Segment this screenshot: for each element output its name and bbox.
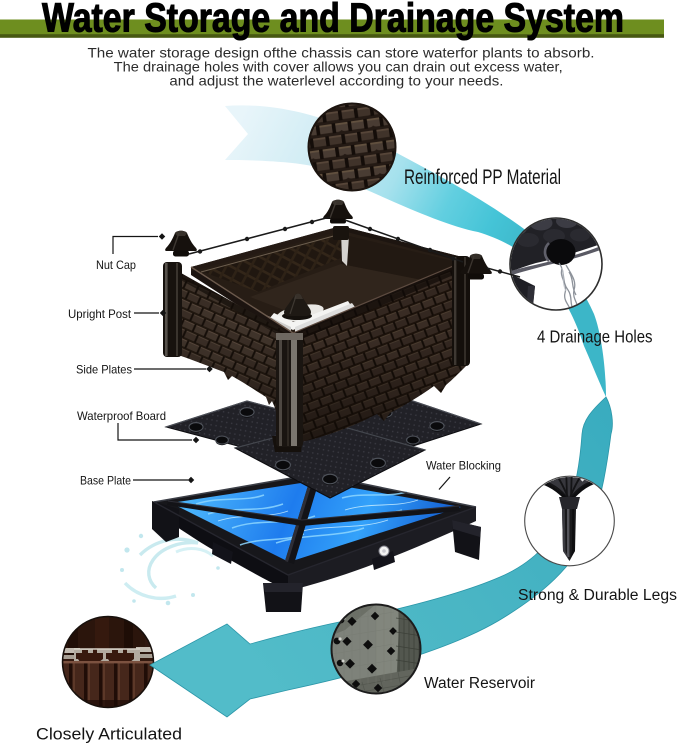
svg-text:The water storage design ofthe: The water storage design ofthe chassis c… <box>88 45 595 61</box>
svg-text:Waterproof Board: Waterproof Board <box>77 409 166 423</box>
svg-text:Water Reservoir: Water Reservoir <box>424 675 535 692</box>
svg-text:4 Drainage Holes: 4 Drainage Holes <box>537 326 653 346</box>
svg-text:Reinforced PP Material: Reinforced PP Material <box>404 166 561 189</box>
svg-text:Water Blocking: Water Blocking <box>426 459 501 473</box>
svg-text:Nut Cap: Nut Cap <box>96 258 136 272</box>
svg-text:The drainage holes with cover: The drainage holes with cover allows you… <box>114 59 563 75</box>
svg-text:Upright Post: Upright Post <box>68 307 132 321</box>
svg-text:and adjust the waterlevel acco: and adjust the waterlevel according to y… <box>169 73 503 89</box>
svg-text:Water Storage and Drainage Sys: Water Storage and Drainage System <box>42 0 624 41</box>
svg-text:Base Plate: Base Plate <box>80 474 131 488</box>
svg-text:Closely Articulated: Closely Articulated <box>36 725 182 744</box>
svg-text:Strong & Durable Legs: Strong & Durable Legs <box>518 587 677 604</box>
svg-text:Side Plates: Side Plates <box>76 363 132 377</box>
